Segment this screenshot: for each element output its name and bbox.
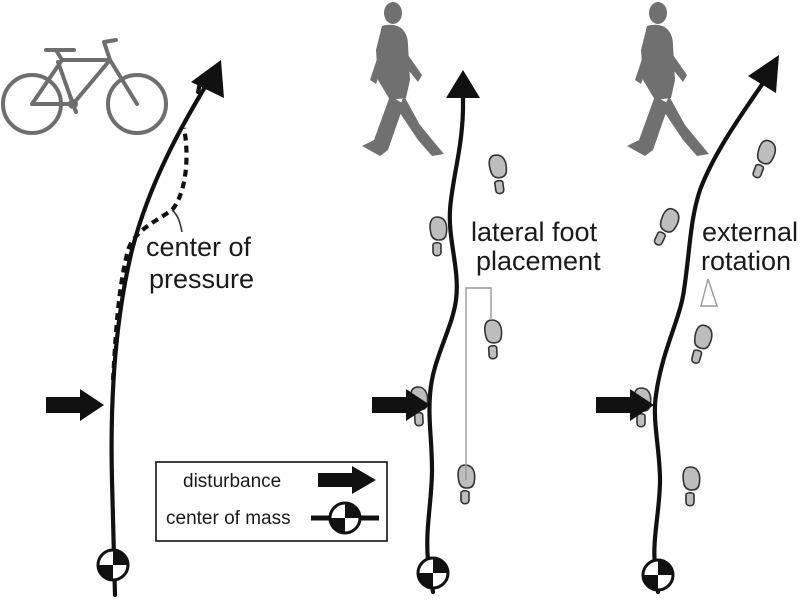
bicycle-icon	[1, 38, 168, 135]
rotation-angle-marker	[700, 278, 718, 307]
legend-center-of-mass-label: center of mass	[166, 508, 291, 529]
footprint-icon	[748, 137, 780, 182]
center-of-mass-icon	[416, 556, 450, 590]
center-of-mass-path-lateral	[425, 89, 466, 595]
center-of-mass-icon	[641, 558, 675, 592]
center-of-mass-icon	[96, 548, 130, 582]
arrow-head-rotation	[748, 55, 779, 93]
label-lateral-foot-placement-1: lateral foot	[471, 217, 598, 247]
label-center-of-pressure-1: center of	[146, 232, 252, 262]
label-lateral-foot-placement-2: placement	[476, 246, 601, 276]
footprint-icon	[429, 216, 448, 257]
disturbance-arrow-icon	[318, 466, 376, 494]
footprint-icon	[483, 318, 504, 360]
legend-disturbance-label: disturbance	[183, 471, 281, 492]
arrow-head-bicycle	[191, 60, 224, 98]
disturbance-arrow-bicycle	[46, 389, 104, 421]
disturbance-arrow-rotation	[596, 389, 654, 421]
arrow-head-lateral	[446, 70, 480, 98]
footprint-icon	[687, 322, 716, 367]
footprint-icon	[649, 205, 683, 250]
footprint-icon	[682, 466, 701, 507]
footprint-icon	[487, 152, 511, 196]
legend: disturbance center of mass	[155, 461, 388, 542]
label-external-rotation-1: external	[702, 217, 798, 247]
center-of-pressure-trace	[110, 127, 189, 381]
walking-person-icon	[627, 2, 709, 156]
center-of-mass-path-bicycle	[109, 79, 211, 598]
label-external-rotation-2: rotation	[701, 246, 791, 276]
center-of-mass-path-rotation	[652, 77, 768, 595]
center-of-mass-icon	[328, 501, 362, 535]
cop-leader-line	[171, 209, 183, 233]
label-center-of-pressure-2: pressure	[149, 264, 254, 294]
disturbance-arrow-lateral	[372, 389, 430, 421]
walking-person-icon	[362, 2, 444, 156]
lateral-placement-bracket	[465, 287, 492, 480]
